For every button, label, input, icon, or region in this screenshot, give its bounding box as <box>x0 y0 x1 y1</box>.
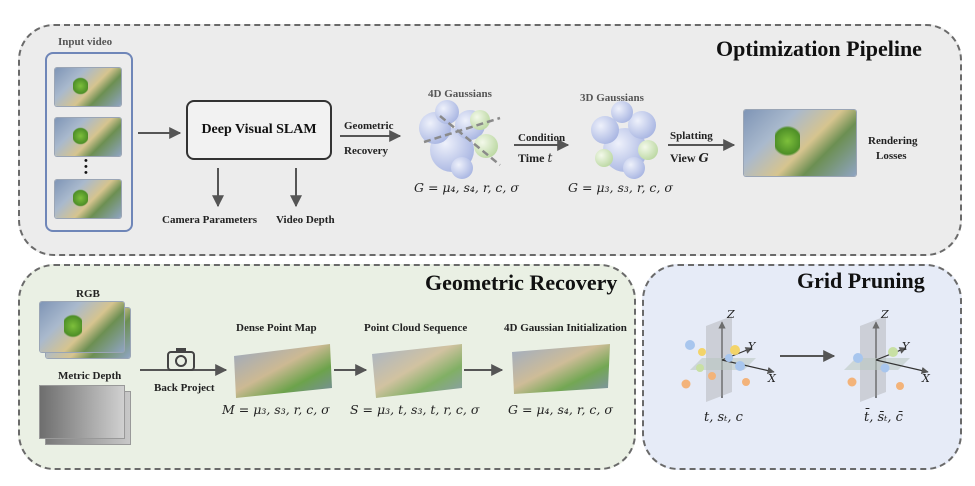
grid-right-x: X <box>921 372 931 385</box>
rgb-frame-front <box>40 302 124 352</box>
gaussians-4d-title: 4D Gaussians <box>428 88 492 100</box>
time-word: Time <box>518 151 545 165</box>
metric-depth-frame-front <box>40 386 124 438</box>
gaussian-init-formula: G = μ₄, s₄, r, c, σ <box>508 402 613 417</box>
point-cloud-sequence-title: Point Cloud Sequence <box>364 322 468 334</box>
point-cloud-sequence-cloud <box>372 344 462 398</box>
grid-right-caption: t̄, s̄ₜ, c̄ <box>864 410 903 425</box>
gaussians-3d-cluster <box>591 101 658 179</box>
rendered-frame <box>744 110 856 176</box>
losses-label: Losses <box>876 150 907 162</box>
dense-point-map-formula: M = μ₃, s₃, r, c, σ <box>222 402 330 417</box>
time-label: Time t <box>518 151 552 166</box>
gaussian-init-title: 4D Gaussian Initialization <box>504 322 627 334</box>
view-symbol: G <box>698 151 709 165</box>
metric-depth-label: Metric Depth <box>58 370 122 382</box>
geometric-label: Geometric <box>344 120 394 132</box>
geometric-recovery-title: Geometric Recovery <box>425 270 618 295</box>
recovery-label: Recovery <box>344 145 388 157</box>
video-depth-label: Video Depth <box>276 214 335 226</box>
dense-point-map-cloud <box>234 344 332 398</box>
back-project-label: Back Project <box>154 382 215 394</box>
input-video-column <box>45 52 133 232</box>
time-symbol: t <box>547 151 553 165</box>
ellipsis-dots: ••• <box>84 155 88 179</box>
video-frame-1 <box>55 68 121 106</box>
gaussians-3d-title: 3D Gaussians <box>580 92 644 104</box>
view-word: View <box>670 151 696 165</box>
camera-icon <box>167 348 195 371</box>
grid-right-axes <box>844 316 929 402</box>
video-frame-2 <box>55 118 121 156</box>
grid-left-caption: t, sₜ, c <box>704 410 743 425</box>
grid-pruning-title: Grid Pruning <box>797 268 925 293</box>
splatting-label: Splatting <box>670 130 713 142</box>
slam-label: Deep Visual SLAM <box>201 122 317 137</box>
view-label: View G <box>670 151 709 166</box>
deep-visual-slam-box: Deep Visual SLAM <box>186 100 332 160</box>
point-cloud-sequence-formula: S = μ₃, t, s₃, t, r, c, σ <box>350 402 480 417</box>
grid-left-x: X <box>767 372 777 385</box>
grid-right-z: Z <box>880 308 889 321</box>
rgb-label: RGB <box>76 288 100 300</box>
gaussians-4d-formula: G = μ₄, s₄, r, c, σ <box>414 180 519 195</box>
rendering-label: Rendering <box>868 135 918 147</box>
gaussian-init-cloud <box>512 344 610 394</box>
condition-label: Condition <box>518 132 566 144</box>
camera-parameters-label: Camera Parameters <box>162 214 257 226</box>
grid-left-z: Z <box>726 308 735 321</box>
grid-left-y: Y <box>748 340 757 353</box>
gaussians-4d-cluster <box>419 100 501 179</box>
input-video-label: Input video <box>58 36 113 48</box>
optimization-pipeline-title: Optimization Pipeline <box>716 36 922 61</box>
grid-right-y: Y <box>902 340 911 353</box>
video-frame-3 <box>55 180 121 218</box>
dense-point-map-title: Dense Point Map <box>236 322 317 334</box>
gaussians-3d-formula: G = μ₃, s₃, r, c, σ <box>568 180 673 195</box>
grid-left-axes <box>681 316 775 402</box>
